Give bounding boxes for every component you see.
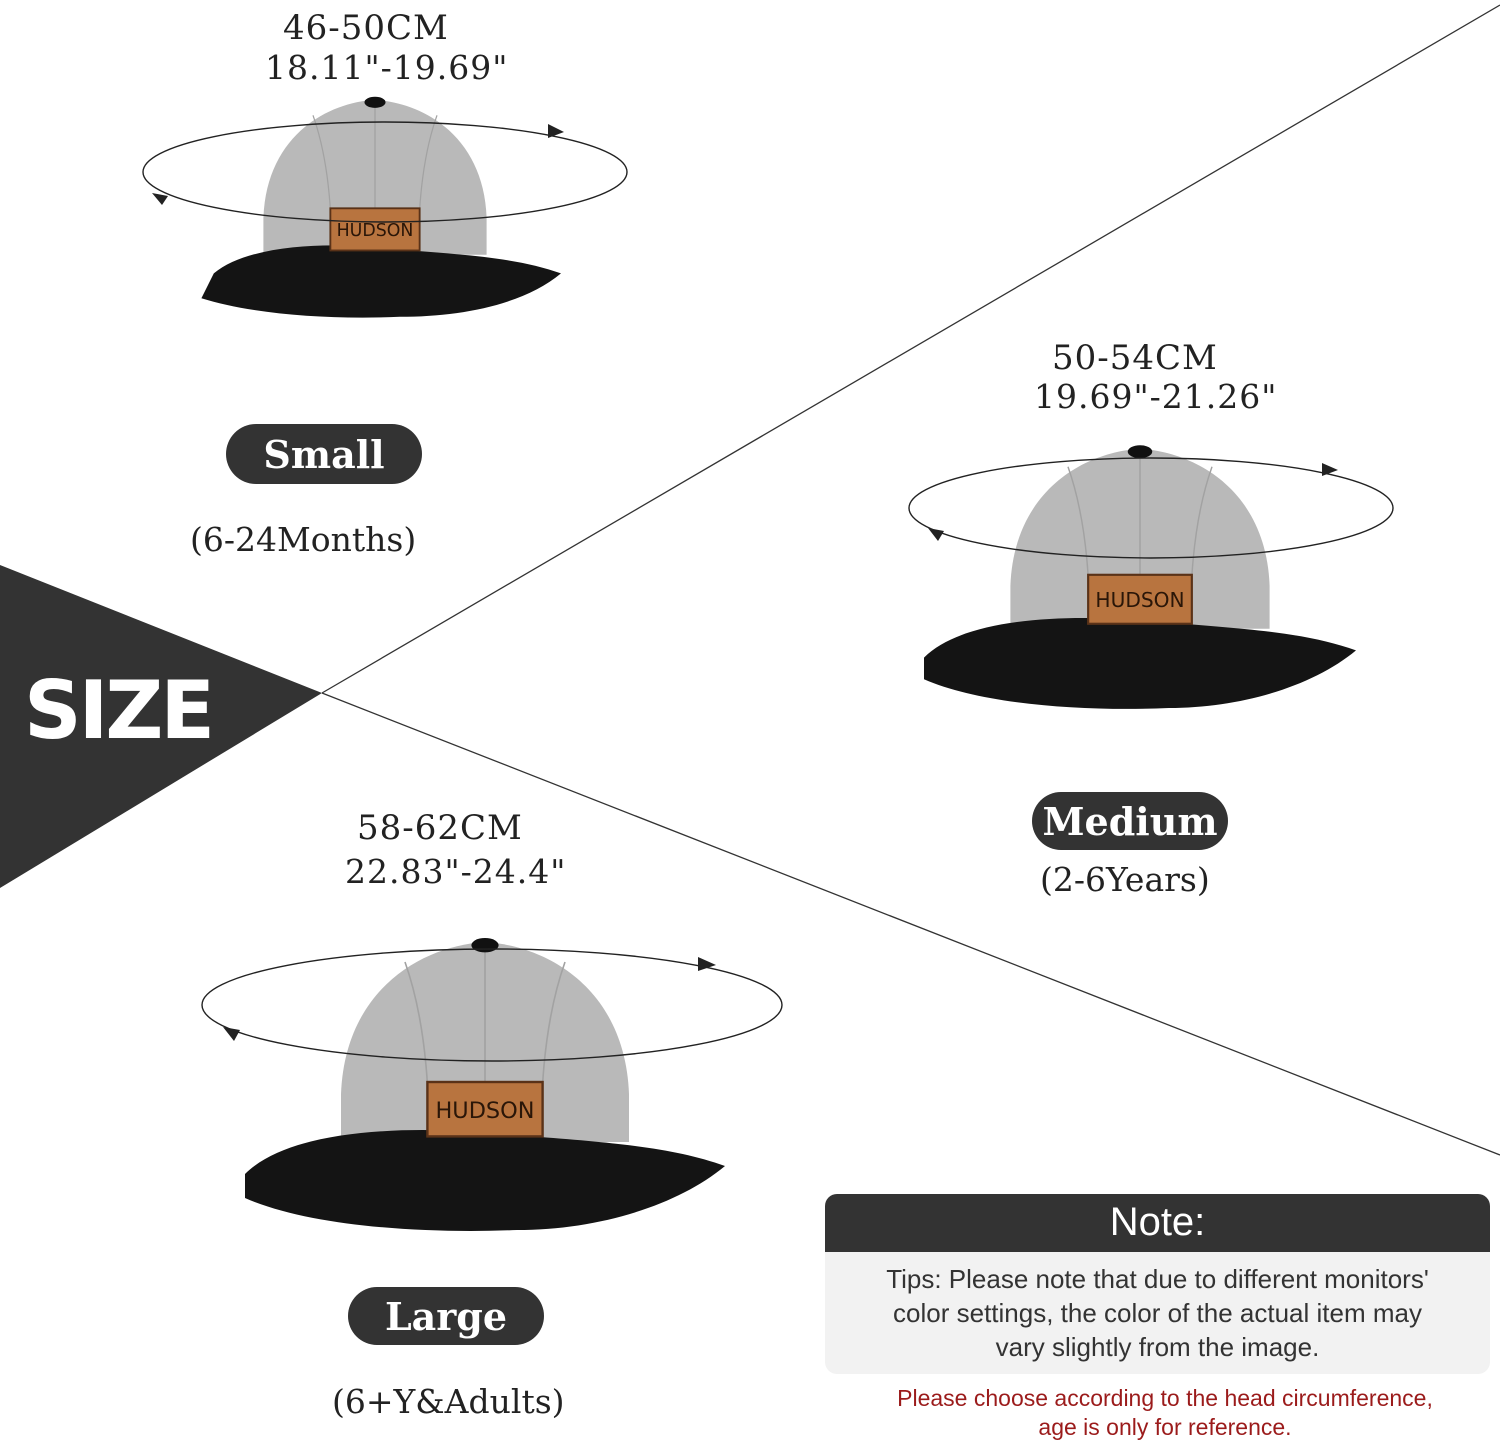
circumference-ring-large <box>201 948 783 1062</box>
small-inches: 18.11"-19.69" <box>265 48 509 87</box>
medium-cm: 50-54CM <box>1052 338 1218 378</box>
medium-size-pill: Medium <box>1032 792 1228 850</box>
note-body: Tips: Please note that due to different … <box>825 1252 1490 1364</box>
patch-label: HUDSON <box>337 221 414 241</box>
note-line: color settings, the color of the actual … <box>893 1298 1422 1328</box>
arrow-icon <box>698 957 716 971</box>
medium-inches: 19.69"-21.26" <box>1034 377 1278 416</box>
divider-line-lower <box>321 692 1500 1156</box>
hudson-patch <box>426 1080 544 1138</box>
arrow-icon <box>548 124 564 138</box>
size-banner <box>0 565 322 888</box>
hudson-patch <box>329 207 421 252</box>
note-line: vary slightly from the image. <box>995 1332 1320 1362</box>
patch-label: HUDSON <box>435 1098 534 1124</box>
hudson-patch <box>1087 573 1193 625</box>
small-cm: 46-50CM <box>283 8 449 48</box>
warning-line: age is only for reference. <box>1038 1414 1292 1440</box>
circumference-ring-small <box>142 121 628 223</box>
cap-button <box>1127 445 1153 459</box>
arrow-icon <box>1322 463 1338 476</box>
arrow-icon <box>928 528 944 541</box>
cap-button <box>471 938 499 953</box>
circumference-ring-medium <box>908 457 1394 559</box>
large-inches: 22.83"-24.4" <box>345 852 567 891</box>
note-line: Tips: Please note that due to different … <box>886 1264 1429 1294</box>
cap-brim <box>201 245 561 318</box>
large-age: (6+Y&Adults) <box>332 1382 565 1421</box>
medium-age: (2-6Years) <box>1040 860 1210 899</box>
patch-label: HUDSON <box>1095 588 1184 612</box>
cap-brim <box>245 1130 725 1231</box>
cap-button <box>364 96 386 108</box>
size-banner-title: SIZE <box>24 664 215 757</box>
divider-line-upper <box>321 4 1500 694</box>
large-cm: 58-62CM <box>357 808 523 848</box>
cap-brim <box>924 618 1356 709</box>
sizing-warning: Please choose according to the head circ… <box>830 1384 1500 1442</box>
warning-line: Please choose according to the head circ… <box>897 1385 1433 1411</box>
large-size-pill: Large <box>348 1287 544 1345</box>
note-title: Note: <box>825 1194 1490 1252</box>
note-box: Note: Tips: Please note that due to diff… <box>825 1194 1490 1374</box>
arrow-icon <box>152 193 168 205</box>
small-age: (6-24Months) <box>190 520 417 559</box>
small-size-pill: Small <box>226 424 422 484</box>
arrow-icon <box>223 1027 240 1041</box>
